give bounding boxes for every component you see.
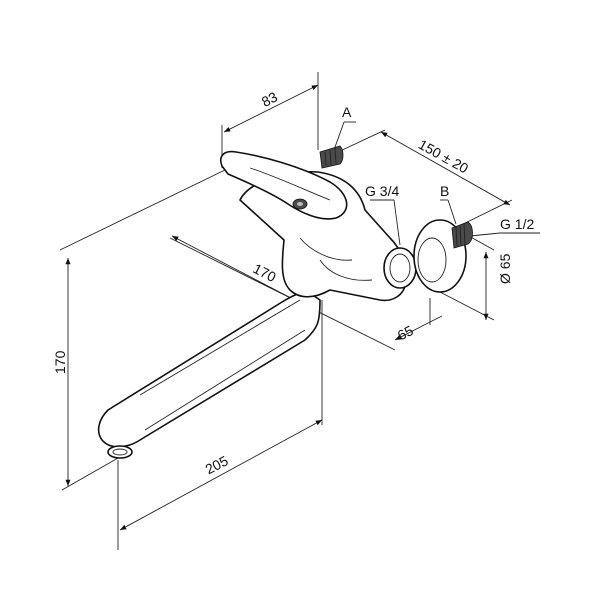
spout — [97, 291, 321, 448]
callout-g34: G 3/4 — [365, 183, 399, 199]
callout-a: A — [342, 104, 352, 120]
callout-b: B — [440, 183, 449, 199]
faucet-body — [97, 145, 473, 459]
dim-65-diameter: Ø 65 — [497, 253, 513, 284]
dim-170-height: 170 — [52, 350, 68, 374]
aerator — [107, 445, 133, 459]
dimension-lines — [65, 84, 540, 531]
a-thread — [319, 145, 344, 169]
callout-g12: G 1/2 — [500, 216, 534, 232]
dim-65-depth: 65 — [395, 322, 416, 343]
dim-205: 205 — [203, 452, 231, 477]
dim-83: 83 — [259, 88, 280, 109]
dim-170-reach: 170 — [251, 260, 279, 285]
callout-leaders — [333, 121, 457, 246]
